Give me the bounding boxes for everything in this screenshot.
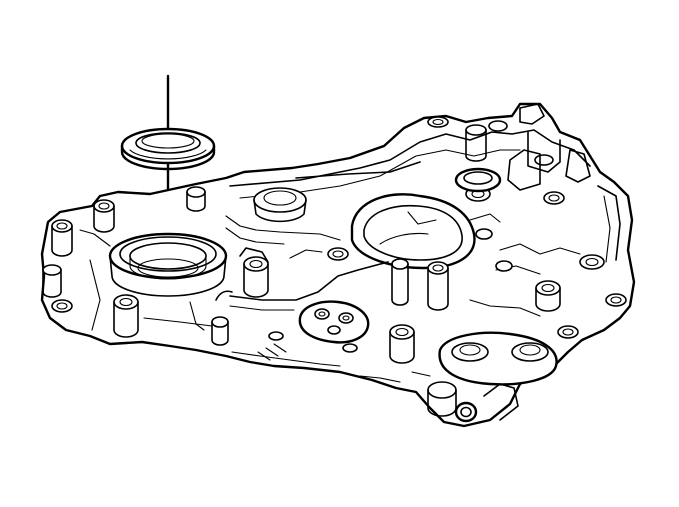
seal — [120, 127, 216, 171]
upper-right-bosses — [427, 103, 591, 205]
center-lower — [211, 256, 415, 367]
casting-details — [79, 213, 541, 383]
cover — [40, 102, 636, 428]
left-bosses — [42, 186, 206, 338]
upper-boss — [253, 161, 421, 223]
oil-pump-area — [427, 325, 579, 423]
right-side — [495, 185, 627, 312]
seal-bore — [108, 232, 228, 297]
